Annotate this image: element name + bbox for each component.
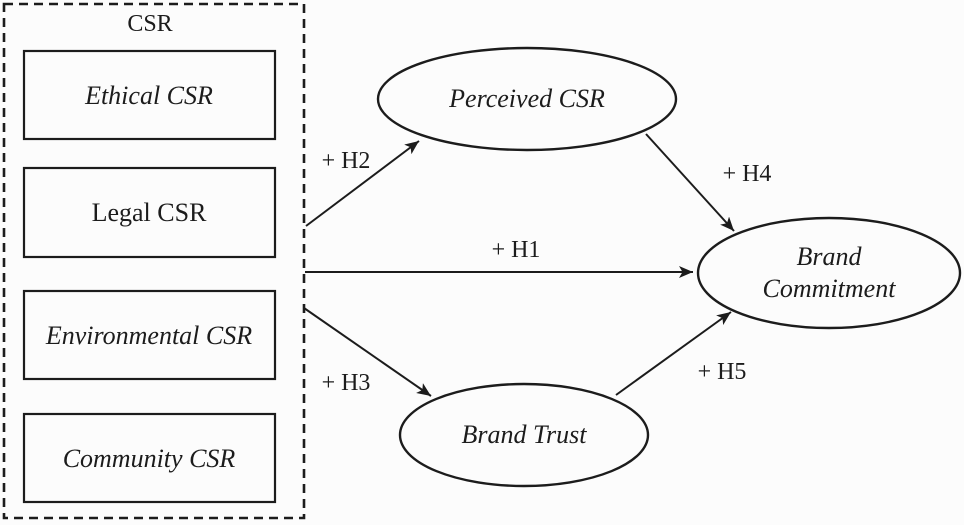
csr-box-environmental-rect [22,289,277,381]
node-perceived-csr: Perceived CSR [376,46,678,152]
brand-commitment-ellipse [696,216,962,330]
csr-box-ethical-rect [22,49,277,141]
csr-box-legal-rect [22,166,277,259]
perceived-csr-ellipse [376,46,678,152]
arrow-h4 [645,133,735,232]
perceived-csr-label: Perceived CSR [448,84,605,113]
node-brand-trust: Brand Trust [398,382,650,488]
csr-box-legal: Legal CSR [22,166,277,259]
arrow-h3 [303,307,432,397]
brand-trust-ellipse [398,382,650,488]
csr-box-legal-label: Legal CSR [92,198,207,227]
hypothesis-label-h2: + H2 [322,148,371,174]
csr-box-community: Community CSR [22,412,277,504]
brand-commitment-label-line2: Commitment [763,274,897,303]
csr-box-ethical: Ethical CSR [22,49,277,141]
csr-box-community-rect [22,412,277,504]
csr-box-environmental: Environmental CSR [22,289,277,381]
brand-commitment-label-line1: Brand [797,242,863,271]
csr-box-ethical-label: Ethical CSR [84,81,213,110]
brand-trust-label: Brand Trust [462,420,588,449]
hypothesis-label-h4: + H4 [723,161,772,187]
csr-group-title: CSR [127,11,172,37]
hypothesis-label-h5: + H5 [698,359,747,385]
node-brand-commitment: Brand Commitment [696,216,962,330]
hypothesis-labels: + H1 + H2 + H3 + H4 + H5 [322,148,772,396]
hypothesis-label-h1: + H1 [492,237,541,263]
arrow-h2 [305,140,420,227]
csr-group-box: CSR Ethical CSR Legal CSR Environmental … [2,2,306,520]
paths [303,133,735,397]
csr-box-community-label: Community CSR [63,444,236,473]
csr-box-environmental-label: Environmental CSR [45,321,252,350]
arrow-h5 [615,311,732,396]
hypothesis-label-h3: + H3 [322,370,371,396]
csr-group-border [2,2,306,520]
